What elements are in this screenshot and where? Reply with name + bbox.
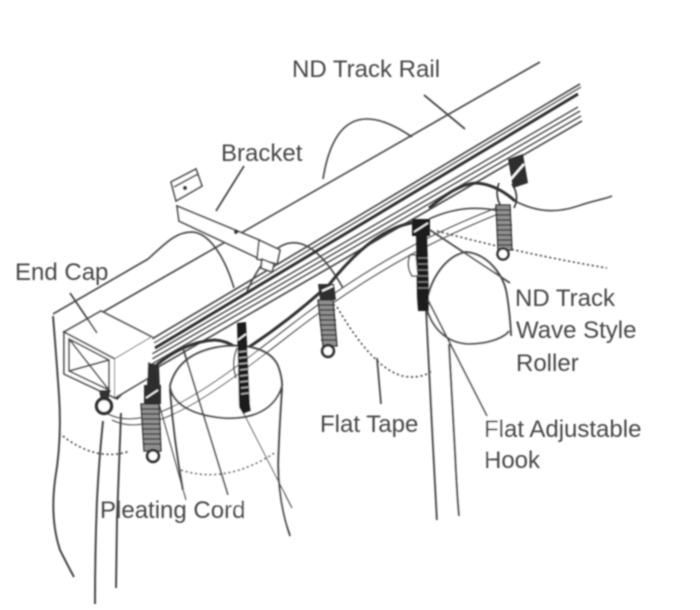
svg-text:Wave Style: Wave Style	[516, 317, 636, 344]
svg-text:Hook: Hook	[484, 447, 541, 474]
svg-text:ND Track Rail: ND Track Rail	[292, 56, 440, 83]
svg-text:ND Track: ND Track	[515, 285, 616, 312]
svg-text:Roller: Roller	[516, 350, 579, 377]
svg-text:Pleating Cord: Pleating Cord	[100, 497, 245, 524]
svg-text:Flat Adjustable: Flat Adjustable	[484, 416, 641, 443]
svg-text:End Cap: End Cap	[15, 259, 108, 286]
svg-text:Bracket: Bracket	[221, 140, 303, 167]
svg-text:Flat Tape: Flat Tape	[320, 411, 418, 438]
